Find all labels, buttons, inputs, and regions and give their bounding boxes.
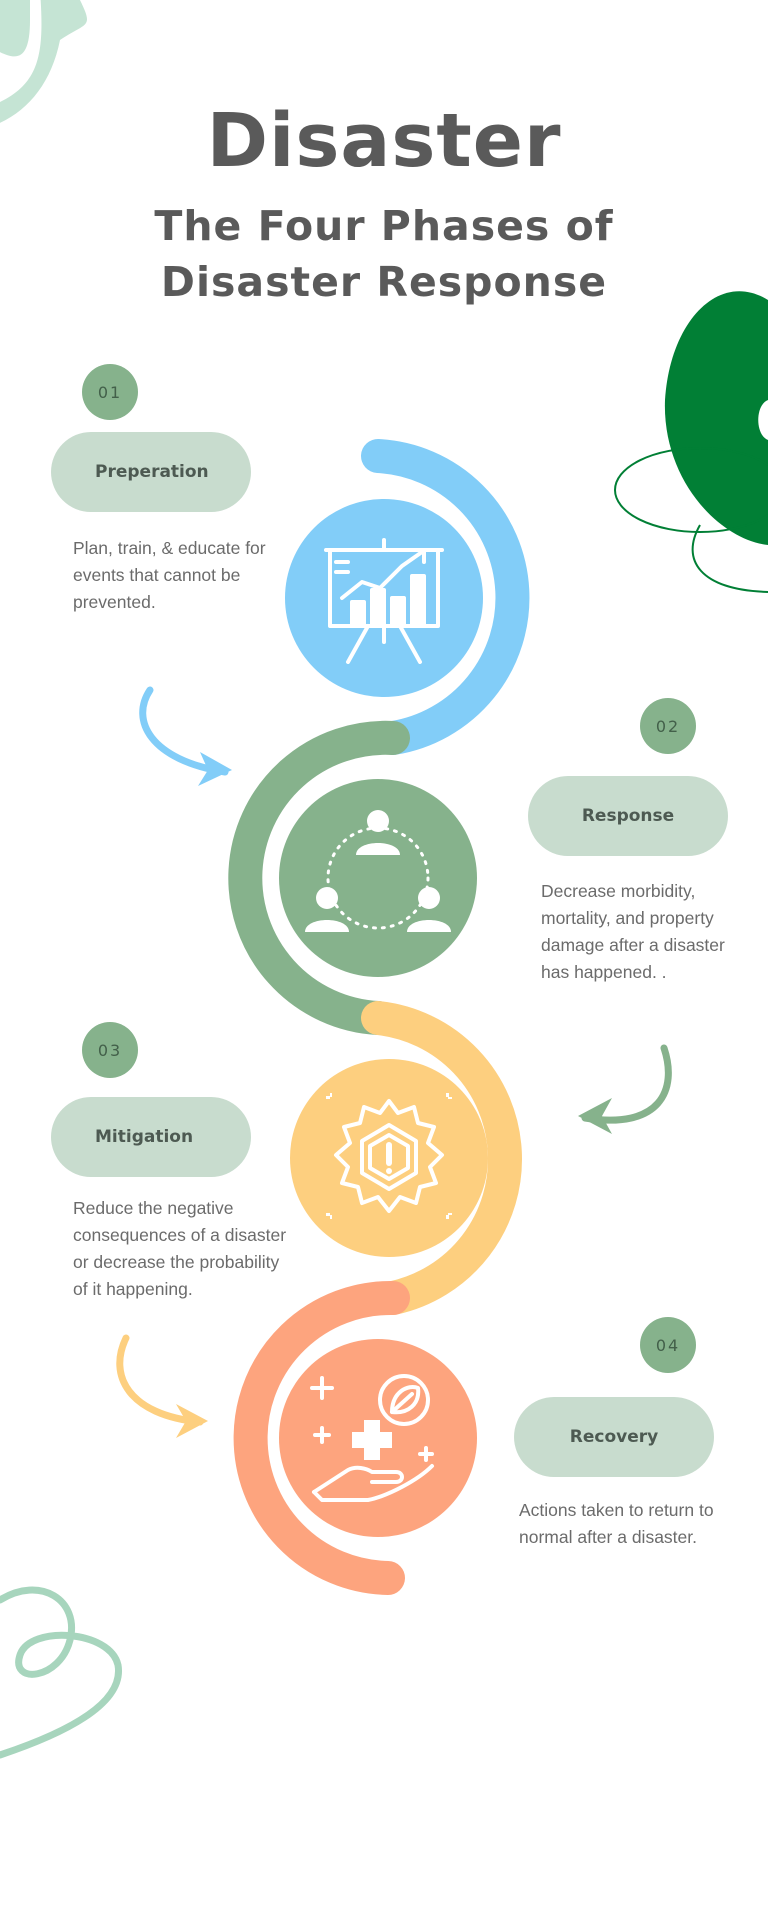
phase-4-number: 04 <box>640 1317 696 1373</box>
track-arc-recovery <box>233 1280 410 1595</box>
care-hand-icon <box>310 1374 434 1502</box>
phase-2-number: 02 <box>640 698 696 754</box>
arrow-3-icon <box>116 1334 204 1426</box>
phase-3-label: Mitigation <box>51 1097 251 1177</box>
phase-1-label: Preperation <box>51 432 251 512</box>
arrow-1-icon <box>139 686 229 776</box>
page-title: Disaster <box>206 98 562 184</box>
page-subtitle: The Four Phases of Disaster Response <box>154 202 614 306</box>
track-arc-mitigation <box>361 1001 522 1315</box>
phase-3-icon-circle <box>290 1059 488 1257</box>
phase-1-number: 01 <box>82 364 138 420</box>
team-network-icon <box>305 810 451 932</box>
phase-1-description: Plan, train, & educate for events that c… <box>73 538 266 612</box>
phase-4-description: Actions taken to return to normal after … <box>519 1500 714 1547</box>
track-arc-preparation <box>361 439 530 755</box>
warning-gear-icon <box>326 1093 452 1219</box>
phase-4-icon-circle <box>279 1339 477 1537</box>
presentation-chart-icon <box>324 538 444 664</box>
phase-2-description: Decrease morbidity, mortality, and prope… <box>541 881 725 982</box>
phase-3-description: Reduce the negative consequences of a di… <box>73 1198 287 1299</box>
phase-1-icon-circle <box>285 499 483 697</box>
arrow-2-icon <box>581 1044 672 1124</box>
phase-4-label: Recovery <box>514 1397 714 1477</box>
phase-2-label: Response <box>528 776 728 856</box>
phase-2-icon-circle <box>279 779 477 977</box>
phase-3-number: 03 <box>82 1022 138 1078</box>
track-arc-response <box>228 720 410 1035</box>
